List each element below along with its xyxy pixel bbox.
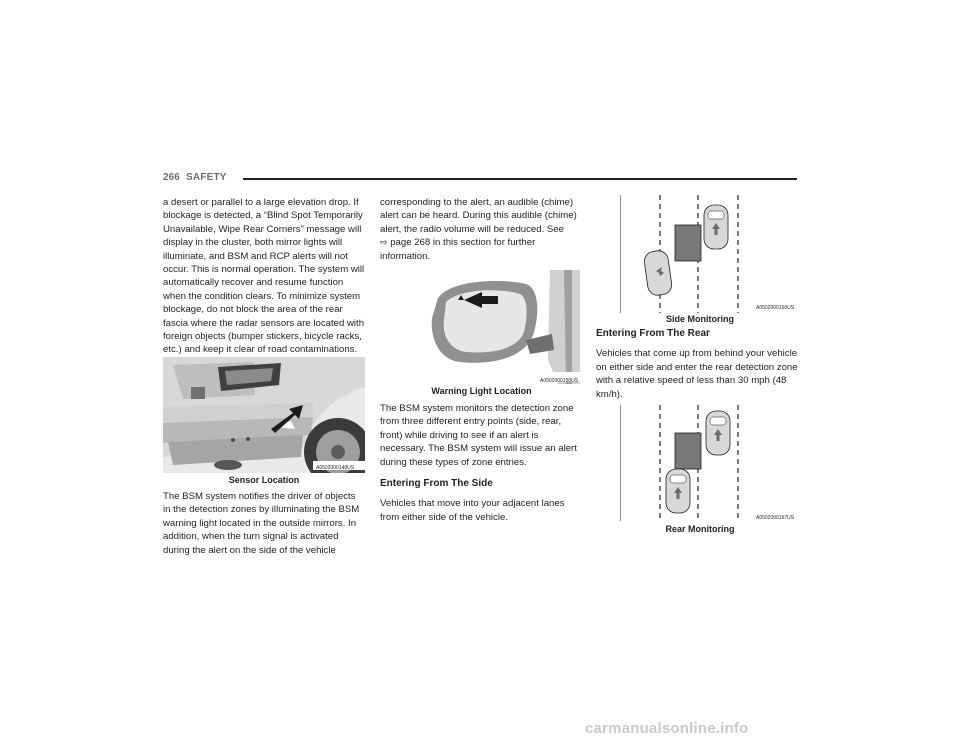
heading-entering-rear: Entering From The Rear <box>596 328 710 339</box>
paragraph-blockage: a desert or parallel to a large elevatio… <box>163 197 365 356</box>
figure-caption: Side Monitoring <box>666 314 734 324</box>
page-ref-link[interactable]: page 268 in this section for further inf… <box>380 237 536 262</box>
column-2-lower: The BSM system monitors the detection zo… <box>380 402 583 532</box>
column-1: a desert or parallel to a large elevatio… <box>163 196 365 365</box>
figure-caption: Sensor Location <box>228 475 300 485</box>
figure-caption: Warning Light Location <box>431 386 532 396</box>
car-icon <box>705 410 731 456</box>
figure-code: A0502000149US <box>316 465 355 471</box>
figure-code: A0502000150US <box>540 378 579 384</box>
car-icon <box>643 250 673 296</box>
page-ref-arrow-icon: ⇨ <box>380 237 388 248</box>
heading-entering-side: Entering From The Side <box>380 478 493 490</box>
car-icon <box>665 468 691 514</box>
page-header: 266 SAFETY <box>163 172 797 188</box>
column-2: corresponding to the alert, an audible (… <box>380 196 583 271</box>
sensor-location-figure <box>163 357 365 473</box>
warning-triangle-icon <box>458 295 464 300</box>
figure-code: A0502000167US <box>756 515 795 521</box>
paragraph-chime: corresponding to the alert, an audible (… <box>380 196 583 263</box>
watermark: carmanualsonline.info <box>585 720 749 737</box>
car-icon <box>703 204 729 250</box>
paragraph-side: Vehicles that move into your adjacent la… <box>380 498 565 523</box>
chime-text: corresponding to the alert, an audible (… <box>380 197 577 235</box>
side-monitoring-figure <box>620 195 739 313</box>
figure-caption: Rear Monitoring <box>665 524 735 534</box>
arrow-icon <box>464 292 498 308</box>
column-1-lower: The BSM system notifies the driver of ob… <box>163 490 365 565</box>
page-number: 266 <box>163 172 180 183</box>
figure-code: A0502000166US <box>756 305 795 311</box>
rear-monitoring-figure <box>620 405 739 521</box>
arrow-icon <box>271 405 303 433</box>
header-rule <box>243 178 797 180</box>
paragraph-rear: Vehicles that come up from behind your v… <box>596 348 798 400</box>
paragraph-bsm-notify: The BSM system notifies the driver of ob… <box>163 491 360 556</box>
section-title: SAFETY <box>186 172 227 183</box>
warning-light-figure <box>430 270 580 384</box>
paragraph-detection-zone: The BSM system monitors the detection zo… <box>380 403 577 468</box>
column-3: Entering From The Rear Vehicles that com… <box>596 327 798 409</box>
